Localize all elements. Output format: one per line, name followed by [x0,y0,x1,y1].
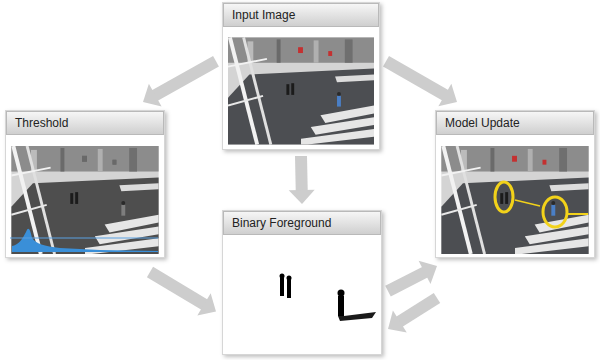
flow-arrow [388,261,437,291]
flow-arrow [289,156,315,204]
panel-title: Model Update [445,116,520,130]
image-panel: Input Image [222,2,380,150]
panel-title: Input Image [232,8,295,22]
image-panel: Threshold [5,110,165,258]
panel-header: Threshold [6,111,164,135]
panel-header: Input Image [223,3,379,27]
panel-header: Model Update [436,111,594,135]
flow-arrow [143,61,216,106]
image-panel: Model Update [435,110,595,258]
panel-title: Threshold [15,116,68,130]
flow-arrow [386,61,457,106]
flow-arrow [388,298,437,332]
flow-arrow [150,272,216,315]
image-panel: Binary Foreground [222,210,382,355]
panel-header: Binary Foreground [223,211,381,235]
panel-title: Binary Foreground [232,216,331,230]
